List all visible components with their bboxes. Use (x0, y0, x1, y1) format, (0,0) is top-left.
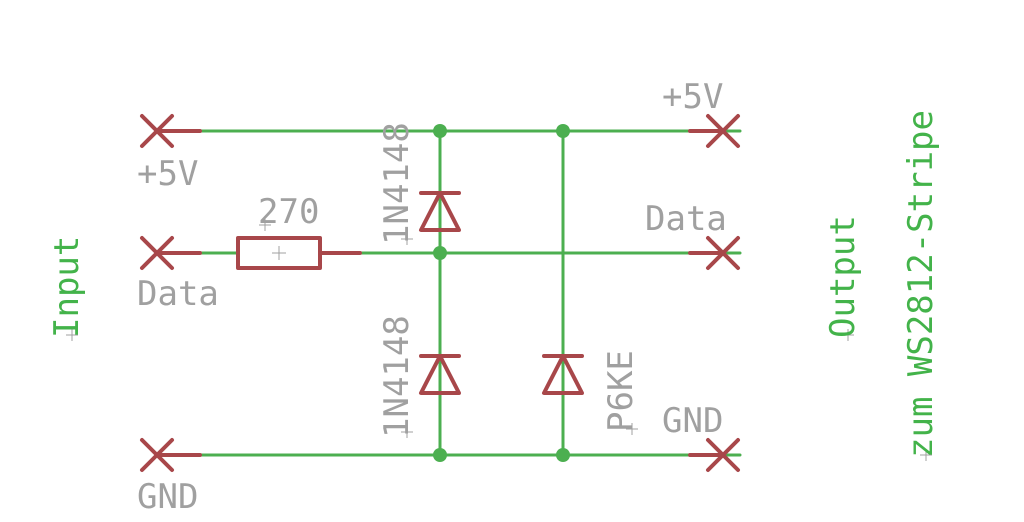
origin-crosses (66, 219, 932, 461)
label-resistor-value: 270 (258, 192, 319, 232)
junction-dot (556, 124, 570, 138)
pin-output-gnd (688, 438, 740, 472)
label-diode-top-part: 1N4148 (377, 122, 417, 245)
junction-dot (433, 246, 447, 260)
junctions (433, 124, 570, 462)
pin-input-gnd (140, 438, 202, 472)
wires (198, 129, 742, 457)
junction-dot (433, 448, 447, 462)
junction-dot (433, 124, 447, 138)
diode-bottom-1n4148 (419, 354, 461, 395)
diode-top-1n4148 (419, 191, 461, 232)
label-input-gnd: GND (137, 477, 198, 517)
pin-output-data (688, 236, 740, 270)
label-input-section: Input (47, 236, 87, 338)
label-output-section: Output (823, 215, 863, 338)
pin-output-5v (688, 114, 740, 148)
label-diode-bottom-part: 1N4148 (377, 315, 417, 438)
label-input-5v: +5V (137, 154, 198, 194)
label-tvs-part: P6KE (601, 350, 641, 432)
connector-pins (140, 114, 740, 472)
label-output-data: Data (645, 199, 727, 239)
resistor-270 (236, 236, 362, 270)
label-target-stripe: zum WS2812-Stripe (901, 110, 941, 458)
tvs-diode-p6ke (542, 354, 584, 395)
origin-cross (272, 246, 286, 260)
junction-dot (556, 448, 570, 462)
label-output-5v: +5V (662, 77, 723, 117)
pin-input-data (140, 236, 202, 270)
pin-input-5v (140, 114, 202, 148)
label-input-data: Data (137, 274, 219, 314)
label-output-gnd: GND (662, 401, 723, 441)
